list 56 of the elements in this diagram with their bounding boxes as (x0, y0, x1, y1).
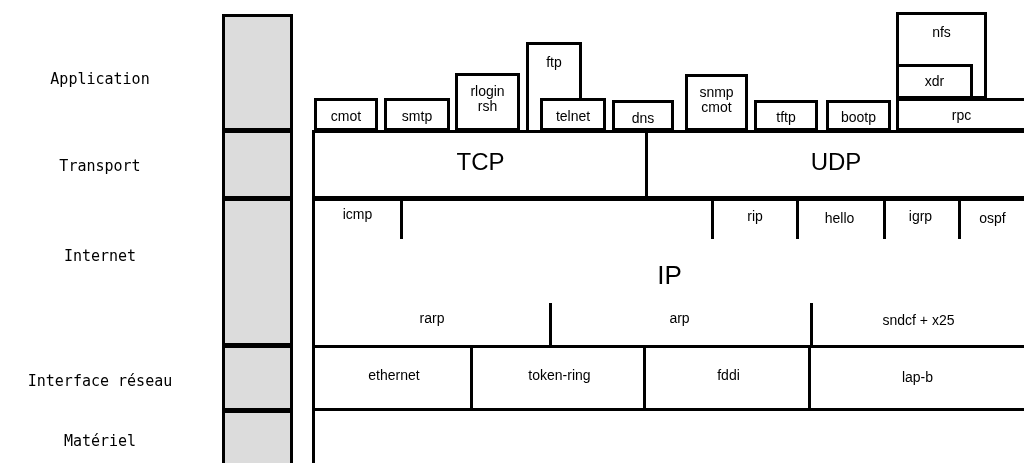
protocol-name: smtp (400, 109, 434, 125)
protocol-name: telnet (554, 109, 592, 125)
layer-label: Internet (62, 247, 138, 265)
protocol-name: icmp (341, 207, 374, 223)
protocol-name: tftp (775, 110, 797, 126)
protocol-name: ospf (978, 211, 1007, 227)
protocol-box (455, 73, 520, 131)
protocol-name: rarp (418, 311, 446, 327)
layer-label: Interface réseau (26, 372, 174, 390)
protocol-box (826, 100, 891, 131)
protocol-name: igrp (907, 209, 934, 225)
layer-label: Transport (58, 157, 142, 175)
protocol-name: ftp (545, 55, 563, 71)
protocol-name: rip (746, 209, 764, 225)
protocol-box (643, 345, 811, 411)
protocol-name: bootp (839, 110, 877, 126)
layer-cell (222, 345, 293, 411)
layer-cell (222, 14, 293, 131)
protocol-box (685, 74, 748, 131)
protocol-name: xdr (923, 74, 946, 90)
protocol-box (645, 130, 1024, 199)
protocol-name: IP (656, 261, 683, 290)
protocol-name: lap-b (900, 370, 935, 386)
protocol-box (808, 345, 1024, 411)
protocol-box (526, 42, 582, 99)
protocol-name: nfs (931, 25, 952, 41)
protocol-box (754, 100, 818, 131)
layer-cell (222, 198, 293, 346)
protocol-name: UDP (809, 149, 863, 176)
layer-label: Matériel (62, 432, 138, 450)
protocol-box (312, 130, 646, 199)
protocol-name: ethernet (367, 368, 421, 384)
protocol-name: token-ring (527, 368, 592, 384)
protocol-box (312, 345, 473, 411)
protocol-box (540, 98, 606, 131)
protocol-box (896, 12, 987, 99)
layer-cell (222, 410, 293, 463)
layer-label: Application (49, 70, 151, 88)
protocol-box (896, 98, 1024, 131)
protocol-name: sndcf + x25 (881, 313, 956, 329)
protocol-box (312, 198, 1024, 346)
protocol-box (314, 98, 378, 131)
protocol-name: rpc (950, 108, 973, 124)
protocol-name: rlogin rsh (469, 84, 506, 115)
protocol-cell (711, 201, 799, 239)
protocol-name: TCP (455, 149, 506, 176)
protocol-box (612, 100, 674, 131)
protocol-name: snmp cmot (698, 85, 735, 116)
protocol-name: hello (823, 211, 856, 227)
protocol-name: cmot (329, 109, 363, 125)
protocol-name: arp (668, 311, 691, 327)
protocol-name: dns (630, 111, 656, 127)
protocol-box (384, 98, 450, 131)
protocol-name: fddi (716, 368, 741, 384)
layer-cell (222, 130, 293, 199)
protocol-box (470, 345, 646, 411)
